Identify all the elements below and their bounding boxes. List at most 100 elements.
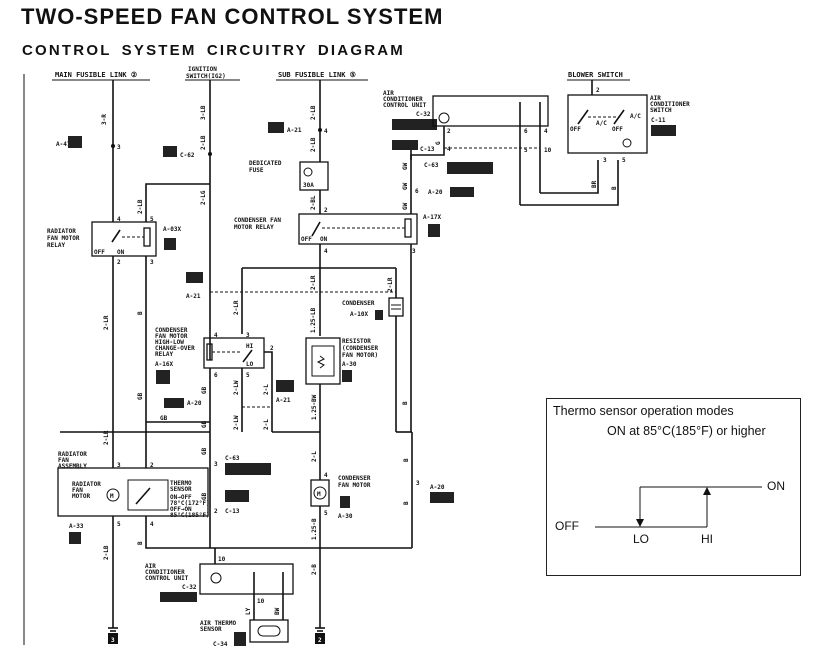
wire-label-b: B <box>403 458 410 462</box>
relay-switch-contact <box>242 349 253 363</box>
connector-icon-a21 <box>186 272 203 283</box>
label: CONDENSER <box>338 475 371 482</box>
state-label: HI <box>246 343 254 350</box>
pin-label: 3 <box>117 462 121 469</box>
wire-2-l-hi <box>264 351 273 432</box>
ground-point-2 <box>315 633 325 644</box>
thermo-sensor <box>127 479 169 511</box>
connector-label-c32: C-32 <box>416 111 431 118</box>
wire-label-gw: GW <box>402 202 409 210</box>
wire-label-2-lr: 2-LR <box>103 430 110 445</box>
relay-coil <box>143 227 151 247</box>
label: AIR <box>145 563 156 570</box>
pin-label: 5 <box>117 521 121 528</box>
thermistor-icon <box>257 625 281 637</box>
label: FAN MOTOR <box>155 333 188 340</box>
pin-label: 4 <box>324 128 328 135</box>
pin-label: 10 <box>544 147 552 154</box>
connector-icon-a20 <box>450 187 474 197</box>
state-label: ON <box>320 236 328 243</box>
label: CHANGE-OVER <box>155 345 195 352</box>
wire-label-gb: GB <box>201 447 208 455</box>
label: AIR <box>383 90 394 97</box>
relay-switch-contact <box>111 229 121 243</box>
wire-label-2-lb: 2-LB <box>103 545 110 560</box>
pin-label: 6 <box>524 128 528 135</box>
connector-label-c11: C-11 <box>651 117 666 124</box>
pin-label: 4 <box>447 146 451 153</box>
connector-icon-a21 <box>276 380 294 392</box>
connector-label-a21: A-21 <box>186 293 201 300</box>
condenser-fan-motor-relay <box>298 213 418 245</box>
page-title: TWO-SPEED FAN CONTROL SYSTEM <box>21 4 444 29</box>
on-label: ON <box>767 479 785 493</box>
connector-icon-c13 <box>392 140 418 150</box>
wire-label-2-lr: 2-LR <box>103 315 110 330</box>
pin-label: 4 <box>324 248 328 255</box>
wire-label-b: B <box>611 186 618 190</box>
pin-label: 2 <box>117 259 121 266</box>
connector-label-a20: A-20 <box>430 484 445 491</box>
wire-label-2-l: 2-L <box>311 451 318 462</box>
wire-label-2-lw: 2-LW <box>233 380 240 395</box>
label: FAN MOTOR) <box>342 352 378 359</box>
pin-label: 2 <box>150 462 154 469</box>
state-label: OFF <box>612 126 623 133</box>
connector-label-c62: C-62 <box>180 152 195 159</box>
fuse-icon <box>303 167 313 177</box>
connector-icon-c32 <box>160 592 197 602</box>
connector-icon-a16x <box>156 370 170 384</box>
pin-label: 4 <box>324 472 328 479</box>
connector-icon-a03x <box>164 238 176 250</box>
pin-label: 4 <box>214 332 218 339</box>
fuse-rating: 30A <box>303 182 314 189</box>
pin-label: 5 <box>246 372 250 379</box>
hi-label: HI <box>701 532 713 546</box>
connector-icon-c11 <box>651 125 676 136</box>
label: CONDENSER <box>342 300 375 307</box>
ignition-switch-label-1: IGNITION <box>188 66 217 73</box>
label: SENSOR <box>200 626 222 633</box>
label: DEDICATED <box>249 160 282 167</box>
label: MOTOR RELAY <box>234 224 274 231</box>
dedicated-fuse <box>299 161 329 191</box>
condenser-fan-motor-icon <box>313 486 327 500</box>
label: FAN <box>72 487 83 494</box>
label: FAN MOTOR <box>47 235 80 242</box>
wire-label-3-lb: 3-LB <box>200 105 207 120</box>
ac-switch <box>567 94 648 154</box>
wire-label-2-lb: 2-LB <box>200 135 207 150</box>
transistor-icon <box>438 112 450 124</box>
label: CONDENSER <box>155 327 188 334</box>
pin-label: 5 <box>622 157 626 164</box>
label: FUSE <box>249 167 264 174</box>
connector-label-a20: A-20 <box>187 400 202 407</box>
wire-label-b: B <box>402 401 409 405</box>
relay-coil <box>404 218 412 238</box>
wire-label-2-l: 2-L <box>263 384 270 395</box>
label: RELAY <box>155 351 173 358</box>
wire-label-gb: GB <box>201 420 208 428</box>
ignition-switch-label-2: SWITCH(IG2) <box>186 73 226 80</box>
junction <box>208 152 212 156</box>
ground-point-3 <box>108 633 118 644</box>
thermo-sensor-modes-panel: Thermo sensor operation modes ON at 85°C… <box>546 398 801 576</box>
off-label: OFF <box>555 519 579 533</box>
radiator-fan-motor-relay <box>91 221 157 257</box>
pin-label: 2 <box>447 128 451 135</box>
wire-label-gb: GB <box>160 415 168 422</box>
label: HIGH-LOW <box>155 339 184 346</box>
connector-label-a33: A-33 <box>69 523 84 530</box>
connector-icon-c32 <box>392 119 437 130</box>
wire-label-b: B <box>403 501 410 505</box>
wire-label-2-lg: 2-LG <box>200 190 207 205</box>
air-thermo-sensor <box>249 619 289 643</box>
wire-label-2-l: 2-L <box>263 419 270 430</box>
label: CONDITIONER <box>383 96 423 103</box>
condenser-capacitor <box>388 297 404 317</box>
blower-switch-label: BLOWER SWITCH <box>568 71 623 79</box>
state-label: LO <box>246 361 254 368</box>
connector-icon-a17x <box>428 224 440 237</box>
sub-fusible-link-label: SUB FUSIBLE LINK ⑤ <box>278 71 356 79</box>
connector-label-c63: C-63 <box>225 455 240 462</box>
